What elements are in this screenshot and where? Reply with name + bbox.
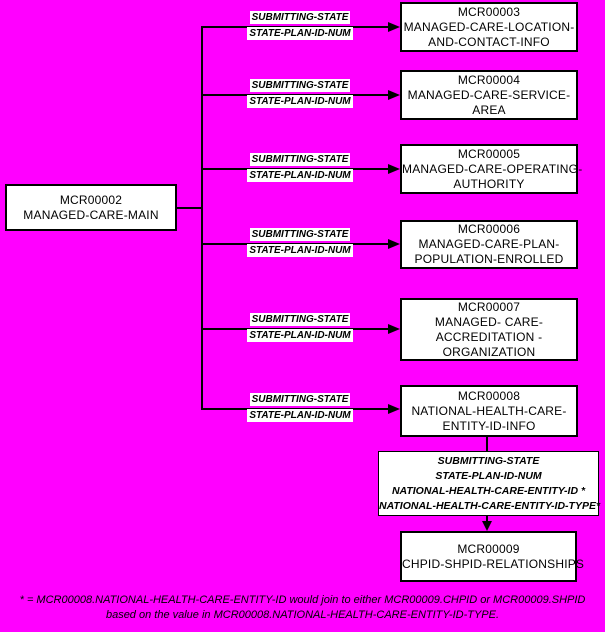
- connector-label-line2: STATE-PLAN-ID-NUM: [247, 95, 353, 108]
- footnote-line2: based on the value in MCR00008.NATIONAL-…: [105, 609, 500, 621]
- connector-label-line1: SUBMITTING-STATE: [249, 228, 351, 241]
- entity-box-mcr00003: MCR00003 MANAGED-CARE-LOCATION- AND-CONT…: [400, 2, 578, 52]
- join-attribute: STATE-PLAN-ID-NUM: [435, 469, 542, 482]
- entity-name: ACCREDITATION -: [435, 329, 543, 344]
- entity-name: ORGANIZATION: [442, 344, 536, 359]
- entity-box-mcr00004: MCR00004 MANAGED-CARE-SERVICE- AREA: [400, 70, 578, 120]
- connector-label-4: SUBMITTING-STATE STATE-PLAN-ID-NUM: [240, 228, 360, 260]
- arrow-right-icon: [388, 404, 400, 414]
- entity-name: AND-CONTACT-INFO: [428, 34, 550, 49]
- arrow-right-icon: [388, 90, 400, 100]
- entity-box-mcr00006: MCR00006 MANAGED-CARE-PLAN- POPULATION-E…: [400, 220, 578, 269]
- entity-box-mcr00007: MCR00007 MANAGED- CARE- ACCREDITATION - …: [400, 298, 578, 361]
- entity-code: MCR00007: [457, 299, 521, 314]
- arrow-right-icon: [388, 164, 400, 174]
- entity-name: AREA: [472, 102, 506, 117]
- entity-code: MCR00008: [457, 388, 521, 403]
- join-attribute: SUBMITTING-STATE: [437, 454, 540, 467]
- entity-name: MANAGED-CARE-OPERATING-: [402, 161, 583, 176]
- entity-name: MANAGED-CARE-PLAN-: [418, 237, 560, 251]
- entity-name: CHPID-SHPID-RELATIONSHIPS: [402, 556, 585, 571]
- entity-code: MCR00009: [457, 541, 520, 556]
- entity-name: POPULATION-ENROLLED: [414, 252, 564, 266]
- arrow-right-icon: [388, 324, 400, 334]
- join-attributes-box: SUBMITTING-STATE STATE-PLAN-ID-NUM NATIO…: [378, 451, 601, 516]
- entity-box-mcr00002: MCR00002 MANAGED-CARE-MAIN: [5, 184, 177, 231]
- connector-label-2: SUBMITTING-STATE STATE-PLAN-ID-NUM: [240, 79, 360, 111]
- join-attribute: NATIONAL-HEALTH-CARE-ENTITY-ID-TYPE*: [379, 499, 601, 512]
- connector-label-3: SUBMITTING-STATE STATE-PLAN-ID-NUM: [240, 153, 360, 185]
- connector-label-line2: STATE-PLAN-ID-NUM: [247, 27, 353, 40]
- entity-name: MANAGED- CARE-: [434, 314, 544, 329]
- connector-label-line1: SUBMITTING-STATE: [249, 313, 351, 326]
- connector-label-line2: STATE-PLAN-ID-NUM: [247, 409, 353, 422]
- arrow-down-icon: [482, 521, 492, 531]
- entity-name: ENTITY-ID-INFO: [442, 418, 536, 433]
- connector-label-5: SUBMITTING-STATE STATE-PLAN-ID-NUM: [240, 313, 360, 345]
- entity-code: MCR00003: [457, 4, 521, 19]
- connector-label-line1: SUBMITTING-STATE: [249, 79, 351, 92]
- entity-code: MCR00002: [59, 192, 123, 207]
- trunk-line: [201, 26, 203, 410]
- join-attribute: NATIONAL-HEALTH-CARE-ENTITY-ID *: [391, 484, 586, 497]
- footnote: * = MCR00008.NATIONAL-HEALTH-CARE-ENTITY…: [0, 593, 605, 623]
- join-line-top: [486, 437, 488, 451]
- entity-box-mcr00005: MCR00005 MANAGED-CARE-OPERATING- AUTHORI…: [400, 144, 583, 194]
- connector-label-line1: SUBMITTING-STATE: [249, 11, 351, 24]
- entity-name: MANAGED-CARE-SERVICE-: [407, 87, 571, 102]
- connector-label-line2: STATE-PLAN-ID-NUM: [247, 329, 353, 342]
- entity-name: MANAGED-CARE-MAIN: [23, 207, 159, 222]
- connector-label-line2: STATE-PLAN-ID-NUM: [247, 169, 353, 182]
- entity-code: MCR00005: [457, 146, 521, 161]
- join-line-bottom: [486, 516, 488, 523]
- arrow-right-icon: [388, 239, 400, 249]
- root-stub-line: [176, 207, 203, 209]
- connector-label-line1: SUBMITTING-STATE: [249, 393, 351, 406]
- entity-code: MCR00004: [457, 72, 521, 87]
- connector-label-line2: STATE-PLAN-ID-NUM: [247, 244, 353, 257]
- entity-name: MANAGED-CARE-LOCATION-: [403, 19, 575, 34]
- connector-label-1: SUBMITTING-STATE STATE-PLAN-ID-NUM: [240, 11, 360, 43]
- footnote-line1: * = MCR00008.NATIONAL-HEALTH-CARE-ENTITY…: [19, 594, 586, 606]
- entity-box-mcr00008: MCR00008 NATIONAL-HEALTH-CARE- ENTITY-ID…: [400, 385, 578, 437]
- entity-name: NATIONAL-HEALTH-CARE-: [411, 403, 567, 418]
- arrow-right-icon: [388, 22, 400, 32]
- connector-label-line1: SUBMITTING-STATE: [249, 153, 351, 166]
- entity-name: AUTHORITY: [453, 176, 525, 191]
- connector-label-6: SUBMITTING-STATE STATE-PLAN-ID-NUM: [240, 393, 360, 425]
- entity-box-mcr00009: MCR00009 CHPID-SHPID-RELATIONSHIPS: [400, 531, 585, 582]
- entity-code: MCR00006: [457, 222, 521, 236]
